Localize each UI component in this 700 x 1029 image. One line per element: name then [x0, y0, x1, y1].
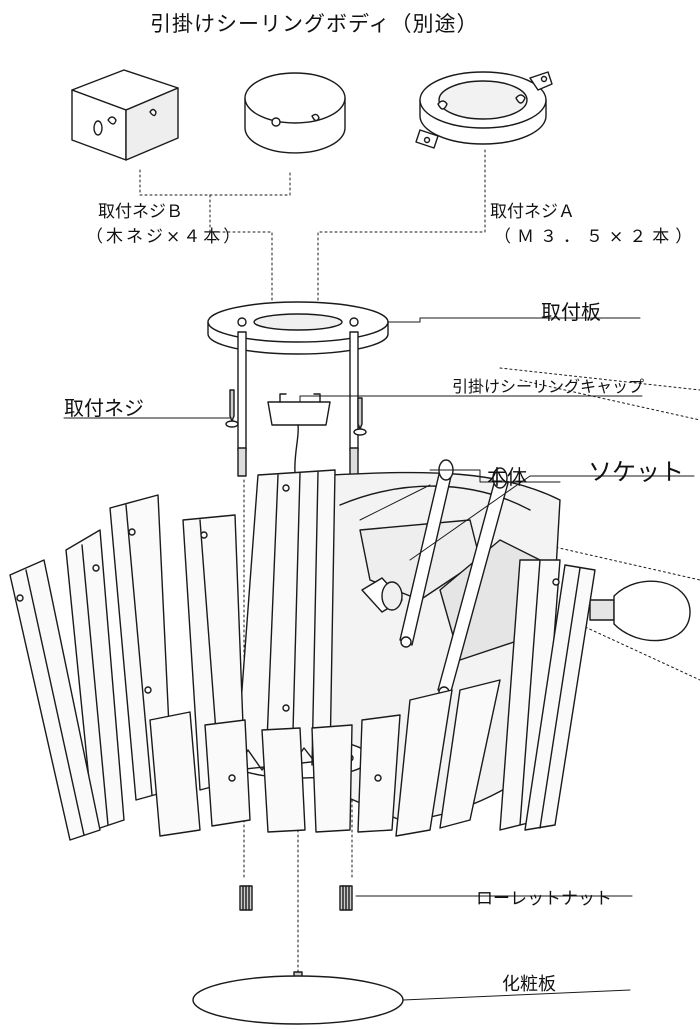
- plate-post-left: [237, 331, 247, 477]
- screw-b-label: 取付ネジＢ: [98, 202, 183, 222]
- screw-a-label-group: 取付ネジＡ （Ｍ３．５×２本）: [490, 200, 698, 250]
- screw-a-detail: （Ｍ３．５×２本）: [494, 227, 699, 247]
- knurled-nut-right: [339, 885, 353, 911]
- ceiling-body-flange: [415, 71, 553, 149]
- mounting-screw-right: [353, 397, 367, 436]
- socket-icon: [361, 577, 403, 613]
- cover-plate: [192, 975, 404, 1025]
- knurled-nut-label: ローレットナット: [476, 889, 612, 909]
- ceiling-body-box: [71, 69, 179, 161]
- main-body-label: 本体: [487, 465, 527, 489]
- mounting-screw-left: [225, 389, 239, 428]
- label-leader-lines: [63, 317, 695, 1001]
- ceiling-body-round: [244, 72, 346, 154]
- mounting-plate-label: 取付板: [541, 300, 601, 324]
- ceiling-body-label: 引掛けシーリングボディ（別途）: [150, 12, 479, 36]
- socket-arms: [399, 459, 509, 698]
- screw-b-label-group: 取付ネジＢ （木ネジ×４本）: [86, 200, 243, 250]
- screw-b-detail: （木ネジ×４本）: [86, 227, 244, 247]
- mounting-screw-label: 取付ネジ: [64, 396, 144, 420]
- cover-plate-label: 化粧板: [502, 974, 556, 995]
- light-bulb-icon: [589, 580, 691, 642]
- plate-post-right: [349, 331, 359, 477]
- knurled-nut-left: [239, 885, 253, 911]
- socket-label: ソケット: [588, 458, 684, 486]
- ceiling-cap-label: 引掛けシーリングキャップ: [452, 377, 645, 396]
- screw-a-label: 取付ネジＡ: [490, 202, 575, 222]
- louver-panels: [9, 469, 596, 841]
- mounting-plate: [207, 301, 389, 355]
